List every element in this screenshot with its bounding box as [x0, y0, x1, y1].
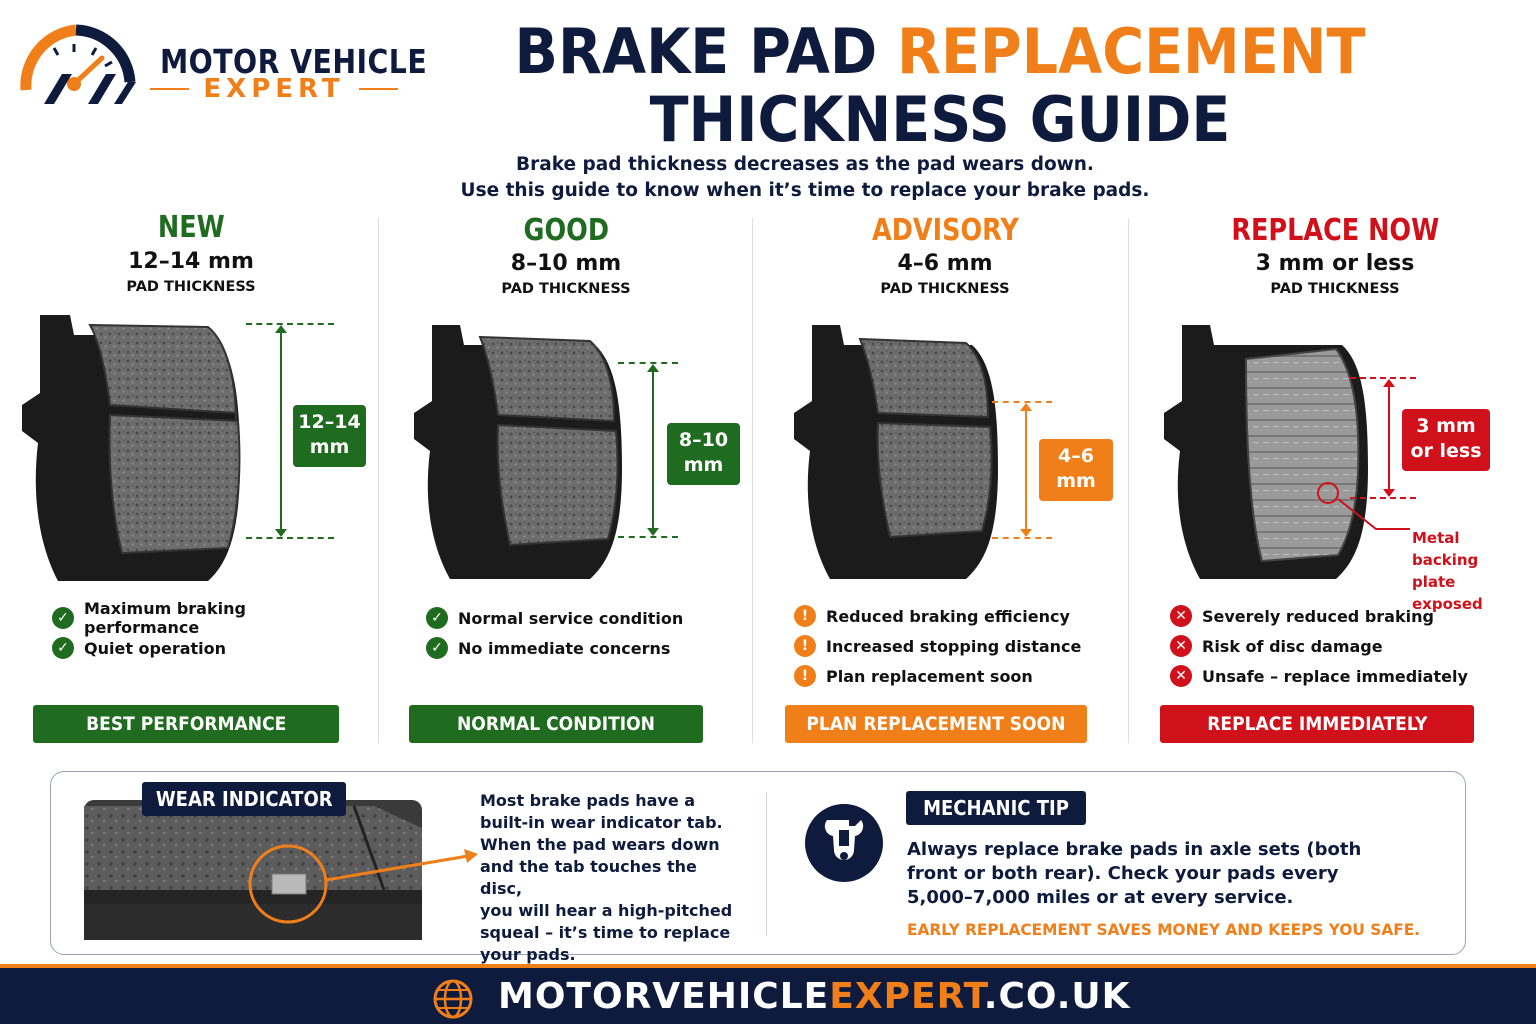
list-item: ✓Normal service condition: [426, 603, 683, 633]
list-item: ✕Unsafe – replace immediately: [1170, 661, 1468, 691]
info-panel: [50, 771, 1466, 955]
thickness-measure: [246, 323, 336, 539]
badge-line1: 8–10: [678, 429, 729, 451]
brand-name: MOTOR VEHICLE: [160, 42, 428, 81]
backing-plate-callout: Metal backing plate exposed: [1412, 529, 1483, 613]
globe-icon: [433, 979, 473, 1019]
thickness-measure: [992, 401, 1082, 539]
exclamation-icon: !: [794, 635, 816, 657]
stage-advisory: ADVISORY 4–6 mm PAD THICKNESS 4–6 mm !Re…: [770, 205, 1120, 745]
title-part2: REPLACEMENT: [897, 15, 1366, 88]
stage-thickness: 8–10 mm: [510, 251, 622, 276]
stage-caption: PAD THICKNESS: [501, 281, 631, 297]
badge-line2: mm: [683, 454, 724, 476]
stage-status-band: NORMAL CONDITION: [409, 705, 703, 743]
thickness-measure: [618, 362, 708, 538]
list-item: !Plan replacement soon: [794, 661, 1081, 691]
column-divider: [1128, 218, 1129, 743]
check-icon: ✓: [426, 637, 448, 659]
exclamation-icon: !: [794, 605, 816, 627]
stage-bullets: ✕Severely reduced braking ✕Risk of disc …: [1170, 601, 1468, 691]
page-title: BRAKE PAD REPLACEMENT THICKNESS GUIDE: [440, 18, 1440, 154]
brand-rule-left: [150, 88, 190, 90]
thickness-badge: 4–6 mm: [1039, 439, 1113, 501]
backing-plate-marker: [1317, 482, 1410, 530]
footer-website-link[interactable]: MOTORVEHICLEEXPERT.CO.UK: [498, 976, 1131, 1017]
badge-line1: 12–14: [298, 411, 361, 433]
cross-icon: ✕: [1170, 605, 1192, 627]
stage-bullets: ✓Maximum braking performance ✓Quiet oper…: [52, 599, 364, 663]
mechanic-tip-footnote: EARLY REPLACEMENT SAVES MONEY AND KEEPS …: [907, 920, 1421, 939]
url-part1: MOTORVEHICLE: [498, 976, 830, 1017]
wear-indicator-text: Most brake pads have a built-in wear ind…: [480, 791, 733, 964]
subtitle-line2: Use this guide to know when it’s time to…: [460, 180, 1150, 201]
stage-status-band: BEST PERFORMANCE: [33, 705, 339, 743]
wear-indicator-arrow: [326, 849, 478, 882]
badge-line1: 3 mm: [1416, 415, 1476, 437]
list-item: ✕Severely reduced braking: [1170, 601, 1468, 631]
column-divider: [378, 218, 379, 743]
badge-line2: mm: [309, 436, 350, 458]
list-item: ✓Quiet operation: [52, 633, 364, 663]
stage-name: ADVISORY: [871, 213, 1019, 248]
page-subtitle: Brake pad thickness decreases as the pad…: [400, 152, 1210, 204]
brake-pad-good-image: [410, 323, 630, 585]
list-item: ✓Maximum braking performance: [52, 599, 364, 637]
badge-line1: 4–6: [1058, 445, 1094, 467]
stage-good: GOOD 8–10 mm PAD THICKNESS 8–10 mm ✓Norm…: [392, 205, 740, 745]
check-icon: ✓: [52, 607, 74, 629]
badge-line2: mm: [1056, 470, 1096, 492]
title-line2: THICKNESS GUIDE: [649, 83, 1231, 156]
thickness-badge: 8–10 mm: [667, 423, 740, 485]
thickness-measure: [1350, 377, 1440, 499]
mechanic-tip-text: Always replace brake pads in axle sets (…: [907, 839, 1362, 908]
cross-icon: ✕: [1170, 665, 1192, 687]
wrench-icon: [805, 804, 883, 882]
stage-name: NEW: [157, 210, 225, 245]
stage-new: NEW 12–14 mm PAD THICKNESS 12–14 mm: [18, 205, 366, 745]
stage-bullets: !Reduced braking efficiency !Increased s…: [794, 601, 1081, 691]
cross-icon: ✕: [1170, 635, 1192, 657]
brake-pad-worn-image: [1160, 323, 1375, 585]
stage-status-band: REPLACE IMMEDIATELY: [1160, 705, 1474, 743]
badge-line2: or less: [1410, 440, 1482, 462]
mechanic-tip-tag: MECHANIC TIP: [906, 791, 1086, 825]
wear-indicator-tag: WEAR INDICATOR: [142, 782, 346, 816]
check-icon: ✓: [52, 637, 74, 659]
list-item: ✓No immediate concerns: [426, 633, 683, 663]
brake-pad-new-image: [18, 313, 248, 588]
thickness-badge: 12–14 mm: [293, 405, 366, 467]
stage-name: REPLACE NOW: [1231, 213, 1439, 248]
check-icon: ✓: [426, 607, 448, 629]
url-part3: .CO.UK: [983, 976, 1131, 1017]
brand-subline: EXPERT: [150, 74, 398, 104]
stage-thickness: 4–6 mm: [897, 251, 993, 276]
stage-caption: PAD THICKNESS: [880, 281, 1010, 297]
column-divider: [752, 218, 753, 743]
stage-caption: PAD THICKNESS: [1270, 281, 1400, 297]
url-part2: EXPERT: [829, 976, 984, 1017]
footer-bar: MOTORVEHICLEEXPERT.CO.UK: [0, 964, 1536, 1024]
title-part1: BRAKE PAD: [514, 15, 898, 88]
subtitle-line1: Brake pad thickness decreases as the pad…: [516, 154, 1094, 175]
panel-divider: [766, 792, 767, 936]
list-item: ✕Risk of disc damage: [1170, 631, 1468, 661]
stage-thickness: 3 mm or less: [1255, 251, 1415, 276]
brake-pad-advisory-image: [790, 323, 1005, 585]
stage-name: GOOD: [523, 213, 609, 248]
list-item: !Reduced braking efficiency: [794, 601, 1081, 631]
brand-rule-right: [358, 88, 398, 90]
stage-thickness: 12–14 mm: [128, 249, 254, 274]
stage-caption: PAD THICKNESS: [126, 279, 256, 295]
stage-bullets: ✓Normal service condition ✓No immediate …: [426, 603, 683, 663]
list-item: !Increased stopping distance: [794, 631, 1081, 661]
speedometer-icon: [20, 24, 136, 104]
brand-sub: EXPERT: [203, 74, 345, 104]
stage-status-band: PLAN REPLACEMENT SOON: [785, 705, 1087, 743]
thickness-badge: 3 mm or less: [1402, 409, 1490, 471]
stage-replace-now: REPLACE NOW 3 mm or less PAD THICKNESS 3…: [1140, 205, 1530, 745]
exclamation-icon: !: [794, 665, 816, 687]
brand-logo: MOTOR VEHICLE: [14, 12, 427, 112]
wear-indicator-image: [84, 800, 422, 940]
